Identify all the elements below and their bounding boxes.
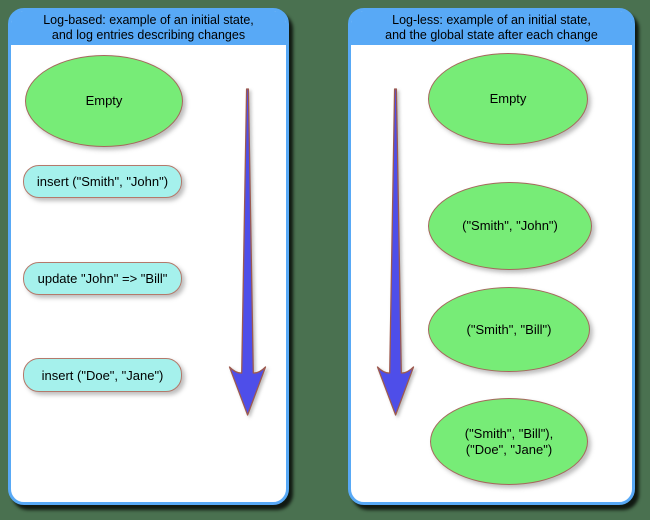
global-state-label-line1: ("Smith", "Bill"), bbox=[464, 425, 554, 441]
log-based-panel-title: Log-based: example of an initial state, … bbox=[11, 11, 286, 45]
log-less-panel: Log-less: example of an initial state, a… bbox=[348, 8, 635, 505]
global-state-label-line2: ("Doe", "Jane") bbox=[465, 441, 553, 457]
initial-state-label: Empty bbox=[85, 93, 123, 108]
global-state-ellipse: ("Smith", "Bill"), ("Doe", "Jane") bbox=[430, 398, 588, 485]
log-entry-label: insert ("Doe", "Jane") bbox=[41, 367, 164, 383]
log-less-panel-title: Log-less: example of an initial state, a… bbox=[351, 11, 632, 45]
log-entry-label: update "John" => "Bill" bbox=[37, 271, 168, 286]
global-state-label: ("Smith", "Bill") bbox=[466, 321, 552, 337]
down-arrow-icon bbox=[376, 88, 415, 416]
log-based-panel: Log-based: example of an initial state, … bbox=[8, 8, 289, 505]
initial-state-ellipse: Empty bbox=[25, 55, 183, 147]
log-based-title-line1: Log-based: example of an initial state, bbox=[43, 13, 254, 27]
global-state-ellipse: Empty bbox=[428, 53, 588, 145]
log-entry-label: insert ("Smith", "John") bbox=[36, 174, 169, 189]
global-state-ellipse: ("Smith", "John") bbox=[428, 182, 592, 270]
log-entry-box: insert ("Doe", "Jane") bbox=[23, 358, 182, 392]
log-based-title-line2: and log entries describing changes bbox=[51, 28, 246, 42]
global-state-ellipse: ("Smith", "Bill") bbox=[428, 287, 590, 372]
down-arrow-icon bbox=[228, 88, 267, 416]
log-less-title-line2: and the global state after each change bbox=[385, 28, 598, 42]
global-state-label: Empty bbox=[489, 91, 527, 106]
log-entry-box: insert ("Smith", "John") bbox=[23, 165, 182, 198]
log-less-title-line1: Log-less: example of an initial state, bbox=[392, 13, 591, 27]
log-entry-box: update "John" => "Bill" bbox=[23, 262, 182, 295]
global-state-label: ("Smith", "John") bbox=[462, 218, 558, 233]
